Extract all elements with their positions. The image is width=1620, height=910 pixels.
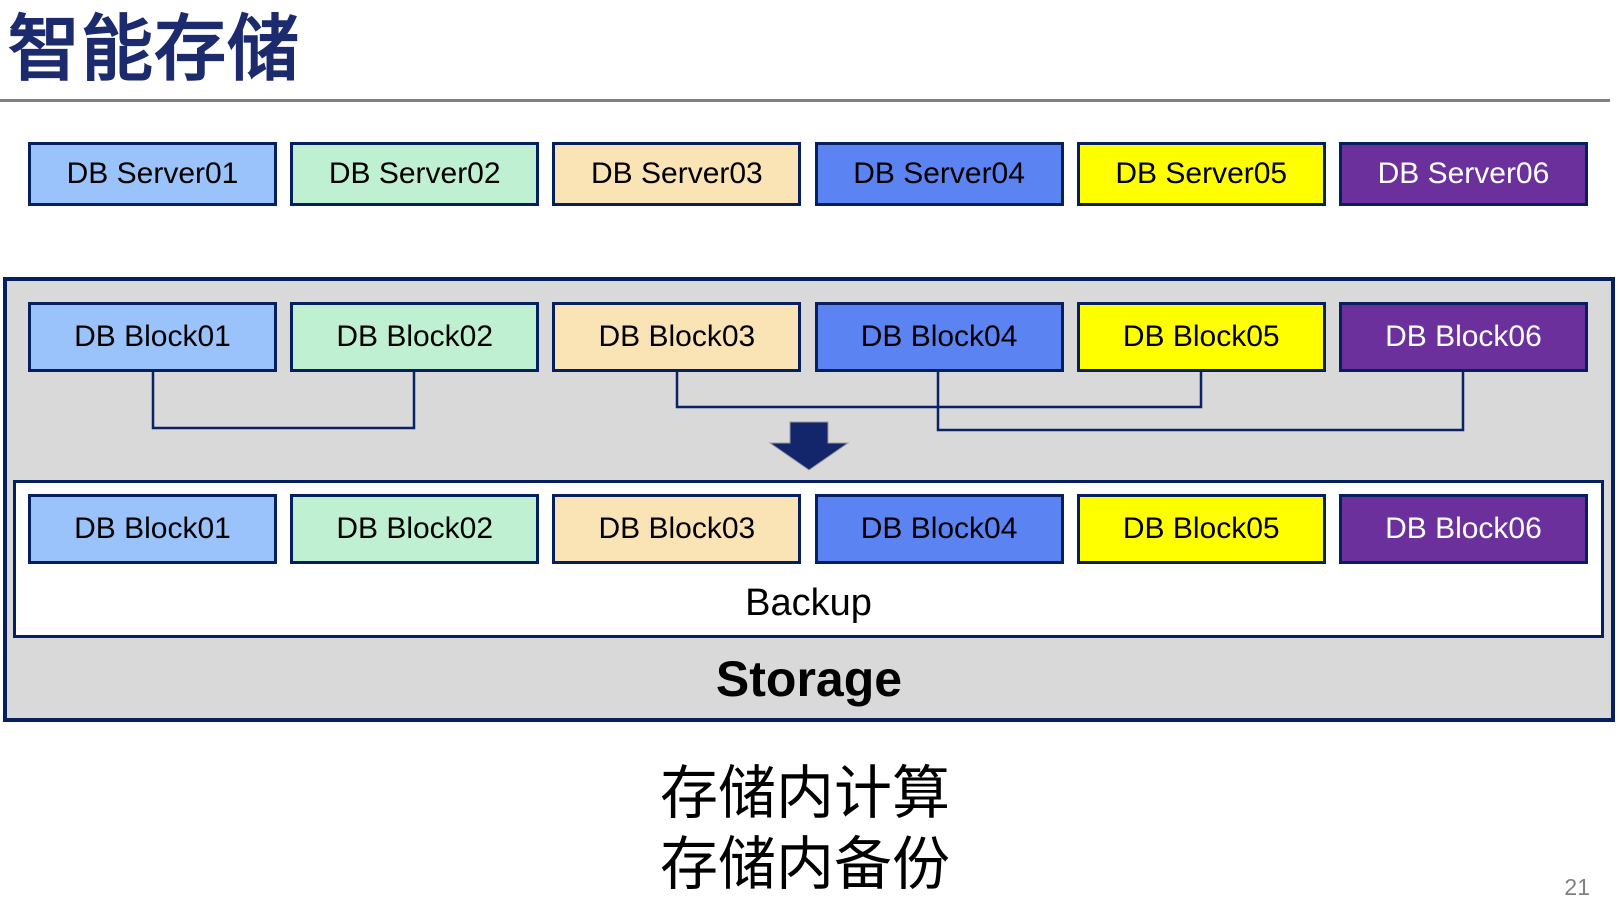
block-box-bottom-6: DB Block06 <box>1338 494 1588 564</box>
block-box-top-5: DB Block05 <box>1076 302 1326 372</box>
block-box-bottom-5: DB Block05 <box>1076 494 1326 564</box>
block-box-label: DB Block05 <box>1122 320 1280 353</box>
server-box-label: DB Server01 <box>66 157 239 190</box>
block-box-top-3: DB Block03 <box>552 302 802 372</box>
block-box-label: DB Block01 <box>74 320 231 353</box>
block-box-label: DB Block03 <box>598 320 756 353</box>
title-divider <box>0 99 1610 102</box>
block-box-label: DB Block03 <box>598 512 756 545</box>
block-box-bottom-3: DB Block03 <box>552 494 802 564</box>
caption-text: 存储内计算 存储内备份 <box>660 758 950 900</box>
server-box-5: DB Server05 <box>1076 142 1326 206</box>
block-box-label: DB Block01 <box>74 512 231 545</box>
server-box-label: DB Server06 <box>1377 157 1550 190</box>
block-box-top-4: DB Block04 <box>814 302 1064 372</box>
block-box-bottom-1: DB Block01 <box>28 494 277 564</box>
server-box-label: DB Server02 <box>328 157 501 190</box>
block-row-top: DB Block01 DB Block02 DB Block03 DB Bloc… <box>28 302 1588 372</box>
block-box-label: DB Block04 <box>860 512 1018 545</box>
server-row: DB Server01 DB Server02 DB Server03 DB S… <box>28 142 1588 206</box>
server-box-label: DB Server04 <box>853 157 1025 190</box>
block-box-bottom-4: DB Block04 <box>814 494 1064 564</box>
block-box-label: DB Block06 <box>1385 512 1542 545</box>
server-box-2: DB Server02 <box>290 142 540 206</box>
server-box-3: DB Server03 <box>552 142 802 206</box>
block-box-top-2: DB Block02 <box>290 302 540 372</box>
block-box-label: DB Block02 <box>336 512 494 545</box>
block-box-top-6: DB Block06 <box>1338 302 1588 372</box>
storage-label: Storage <box>715 651 903 707</box>
block-box-label: DB Block04 <box>860 320 1018 353</box>
server-box-1: DB Server01 <box>28 142 277 206</box>
server-box-label: DB Server05 <box>1115 157 1288 190</box>
block-row-bottom: DB Block01 DB Block02 DB Block03 DB Bloc… <box>28 494 1588 564</box>
server-box-6: DB Server06 <box>1338 142 1588 206</box>
caption-line-1: 存储内计算 <box>660 761 951 826</box>
backup-label: Backup <box>745 582 872 624</box>
server-box-4: DB Server04 <box>814 142 1064 206</box>
block-box-top-1: DB Block01 <box>28 302 277 372</box>
page-title: 智能存储 <box>8 10 301 90</box>
block-box-label: DB Block05 <box>1122 512 1280 545</box>
block-box-label: DB Block02 <box>336 320 494 353</box>
block-box-label: DB Block06 <box>1385 320 1542 353</box>
caption-line-2: 存储内备份 <box>660 832 951 897</box>
server-box-label: DB Server03 <box>591 157 763 190</box>
page-number: 21 <box>1564 874 1590 900</box>
backup-panel <box>13 480 1604 638</box>
block-box-bottom-2: DB Block02 <box>290 494 540 564</box>
